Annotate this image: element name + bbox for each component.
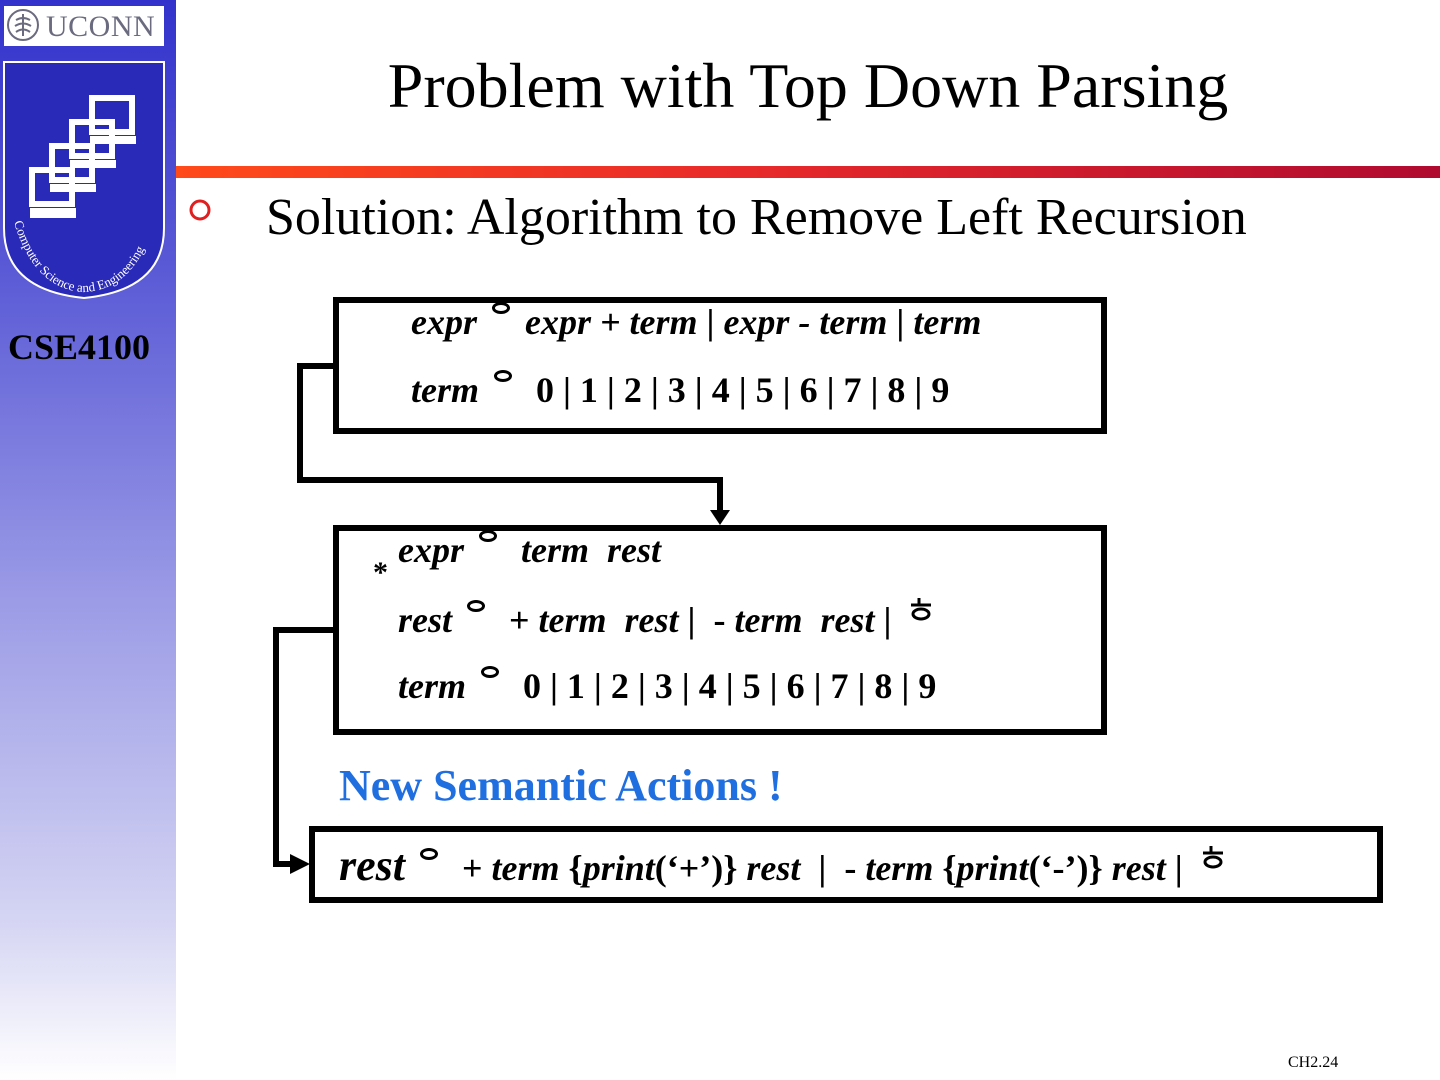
production-rhs: term rest [521, 530, 661, 570]
derives-symbol-icon [481, 666, 499, 678]
action-open: { [559, 848, 583, 888]
epsilon-symbol-icon [911, 598, 932, 621]
plus-token: + [462, 848, 492, 888]
nonterminal-rest: rest [398, 600, 452, 640]
derives-symbol-icon [492, 302, 510, 314]
separator: | [697, 302, 724, 342]
action-open: { [933, 848, 957, 888]
sidebar: UCONN Computer Science and Engineering C… [0, 0, 176, 1080]
separator: | [887, 302, 914, 342]
derives-symbol-icon [494, 370, 512, 382]
separator: | [678, 600, 705, 640]
nonterminal-term: term [398, 666, 466, 706]
print-call: print [582, 848, 655, 888]
derives-symbol-icon [479, 530, 497, 542]
arrowhead-down-icon [710, 510, 730, 525]
separator: | [1165, 848, 1192, 888]
grammar-line-rest: rest + term rest | - term rest | [398, 596, 933, 642]
derives-symbol-icon [467, 600, 485, 612]
asterisk-marker: * [373, 556, 388, 589]
cse-department-logo: Computer Science and Engineering [3, 61, 165, 300]
nonterminal-rest: rest [746, 848, 801, 888]
title-underline-bar [176, 166, 1440, 178]
slide-number: CH2.24 [1288, 1054, 1339, 1071]
semantic-actions-heading: New Semantic Actions ! [339, 761, 783, 810]
semantic-actions-box [309, 826, 1383, 903]
nonterminal-expr: expr [398, 530, 464, 570]
nonterminal-rest: rest [1111, 848, 1166, 888]
grammar-line-expr: expr expr + term | expr - term | term [411, 300, 981, 344]
grammar-line-term: term 0 | 1 | 2 | 3 | 4 | 5 | 6 | 7 | 8 |… [411, 368, 949, 412]
uconn-logo: UCONN [4, 6, 164, 46]
nonterminal-rest: rest [339, 841, 405, 890]
alternative-1: term rest [538, 600, 679, 640]
derives-symbol-icon [420, 848, 438, 860]
minus-token: - [704, 600, 735, 640]
alternative-2: expr - term [723, 302, 888, 342]
separator: | - [800, 848, 866, 888]
arrowhead-right-icon [290, 854, 310, 874]
hollow-circle-bullet-icon [189, 199, 211, 221]
alternative-1: expr + term [525, 302, 698, 342]
print-call: print [956, 848, 1029, 888]
nonterminal-term: term [491, 848, 560, 888]
original-grammar-box [333, 297, 1107, 434]
print-arg: (‘+’)} [654, 848, 747, 888]
separator: | [874, 600, 901, 640]
plus-token: + [509, 600, 539, 640]
digit-alternatives: 0 | 1 | 2 | 3 | 4 | 5 | 6 | 7 | 8 | 9 [523, 666, 937, 706]
bullet-text: Solution: Algorithm to Remove Left Recur… [266, 189, 1247, 246]
grammar-line-term: term 0 | 1 | 2 | 3 | 4 | 5 | 6 | 7 | 8 |… [398, 664, 936, 708]
grammar-line-expr-rest: expr term rest [398, 528, 661, 572]
slide-title: Problem with Top Down Parsing [387, 50, 1229, 121]
digit-alternatives: 0 | 1 | 2 | 3 | 4 | 5 | 6 | 7 | 8 | 9 [536, 370, 950, 410]
uconn-wordmark: UCONN [46, 10, 156, 43]
alternative-3: term [913, 302, 982, 342]
semantic-rule-rest: rest + term {print(‘+’)} rest | - term {… [339, 844, 1225, 890]
nonterminal-term: term [865, 848, 934, 888]
connector-box1-to-box2 [297, 363, 723, 512]
uconn-seal-icon [7, 9, 39, 41]
epsilon-symbol-icon [1202, 846, 1223, 869]
course-code: CSE4100 [8, 327, 151, 367]
print-arg: (‘-’)} [1028, 848, 1112, 888]
alternative-2: term rest [734, 600, 875, 640]
nonterminal-term: term [411, 370, 479, 410]
nonterminal-expr: expr [411, 302, 477, 342]
connector-box2-to-box3 [273, 627, 333, 867]
transformed-grammar-box [333, 525, 1107, 735]
